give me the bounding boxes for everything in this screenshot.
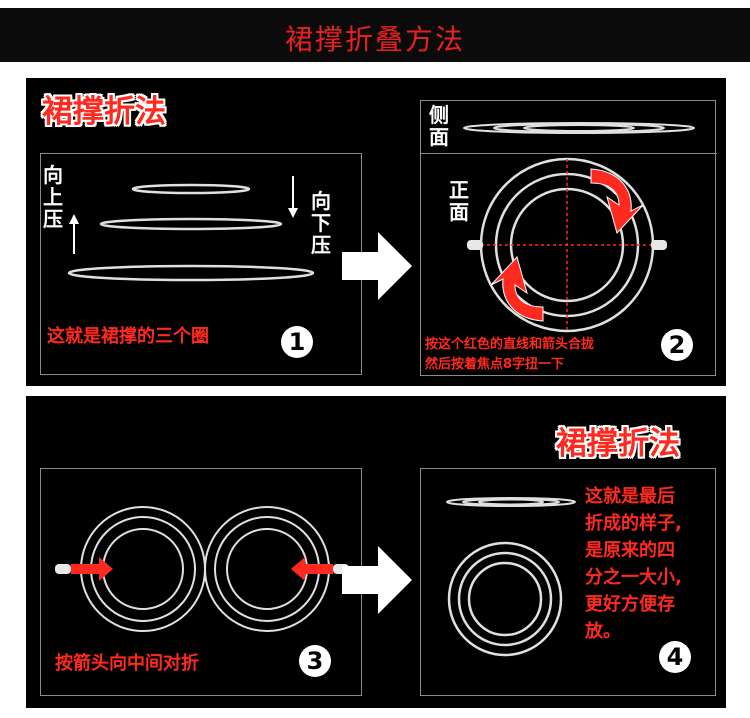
header-bar: 裙撑折叠方法 bbox=[0, 8, 750, 62]
panel4-caption-line: 这就是最后 bbox=[585, 486, 675, 507]
up-press-label: 向上压 bbox=[43, 163, 63, 231]
panel4-caption-line: 折成的样子, bbox=[585, 513, 682, 534]
step-number-3: 3 bbox=[299, 645, 331, 677]
red-curved-arrow-top-icon bbox=[590, 168, 644, 234]
top-section-title: 裙撑折法 bbox=[42, 94, 166, 130]
panel4-caption-line: 分之一大小, bbox=[585, 567, 682, 588]
hand-right-icon bbox=[651, 240, 667, 250]
page-title: 裙撑折叠方法 bbox=[284, 23, 465, 56]
front-view-label: 正面 bbox=[449, 178, 469, 224]
hand-left-icon bbox=[55, 564, 71, 574]
bottom-section: 裙撑折法 按箭头向中间对折 3 bbox=[26, 396, 726, 708]
final-result-illustration bbox=[446, 497, 576, 657]
right-arrow-icon bbox=[342, 546, 412, 614]
red-curved-arrow-bottom-icon bbox=[490, 256, 544, 322]
panel-divider bbox=[421, 153, 717, 154]
panel4-caption: 这就是最后 折成的样子, 是原来的四 分之一大小, 更好方便存 放。 bbox=[585, 483, 682, 645]
panel1-caption: 这就是裙撑的三个圈 bbox=[47, 326, 209, 347]
side-view-label: 侧面 bbox=[429, 103, 449, 149]
three-rings-illustration bbox=[67, 176, 315, 282]
right-arrow-icon bbox=[342, 232, 412, 300]
panel-final-result: 这就是最后 折成的样子, 是原来的四 分之一大小, 更好方便存 放。 4 bbox=[420, 468, 716, 696]
panel3-caption: 按箭头向中间对折 bbox=[55, 653, 199, 674]
step-number-1: 1 bbox=[281, 326, 313, 358]
step-number-2: 2 bbox=[661, 329, 693, 361]
panel-side-front-view: 侧面 正面 按这个红色的直线和箭头合拢 然后按着焦点8字扭一 bbox=[420, 100, 717, 376]
panel2-caption-line2: 然后按着焦点8字扭一下 bbox=[425, 357, 565, 372]
panel4-caption-line: 是原来的四 bbox=[585, 540, 675, 561]
front-view-illustration bbox=[463, 122, 695, 333]
arrow-down-icon bbox=[288, 176, 298, 218]
panel-fold-middle: 按箭头向中间对折 3 bbox=[40, 468, 362, 696]
hand-left-icon bbox=[467, 240, 483, 250]
red-arrow-left-icon bbox=[291, 557, 333, 581]
fold-illustration bbox=[55, 506, 349, 632]
bottom-section-title: 裙撑折法 bbox=[556, 426, 680, 462]
panel2-caption-line1: 按这个红色的直线和箭头合拢 bbox=[425, 337, 595, 352]
red-arrow-right-icon bbox=[71, 557, 113, 581]
panel4-caption-line: 放。 bbox=[585, 621, 621, 642]
down-press-label: 向下压 bbox=[311, 189, 331, 257]
panel-three-rings: 向上压 向下压 这就是裙撑的三个圈 1 bbox=[40, 153, 362, 375]
top-section: 裙撑折法 向上压 向下压 这就是裙撑的三个圈 1 侧面 正面 bbox=[26, 78, 726, 386]
arrow-up-icon bbox=[69, 214, 79, 254]
step-number-4: 4 bbox=[659, 641, 691, 673]
panel4-caption-line: 更好方便存 bbox=[585, 594, 675, 615]
